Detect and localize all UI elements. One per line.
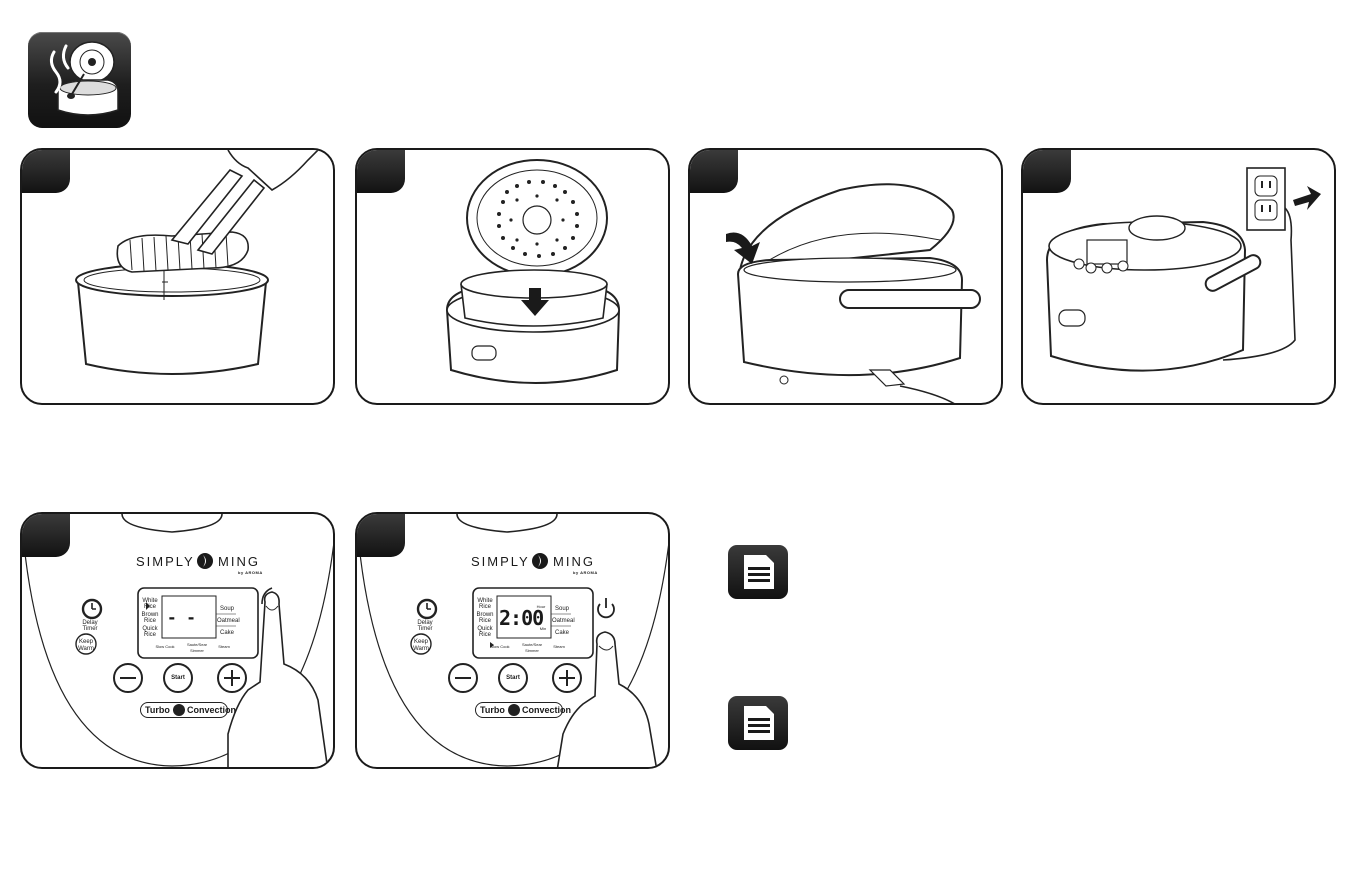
menu-brown-rice: Brown Rice bbox=[140, 612, 160, 624]
menu-white-rice: White Rice bbox=[140, 598, 160, 610]
start-label-2: Start bbox=[503, 675, 523, 681]
menu-cake: Cake bbox=[218, 630, 236, 636]
turbo-label: Turbo bbox=[145, 703, 170, 717]
brand-logo-icon bbox=[195, 551, 215, 571]
menu-slow-cook-2: Slow Cook bbox=[485, 644, 515, 650]
step-badge-2 bbox=[355, 148, 405, 193]
menu-saute-2: Saute/Sear Simmer bbox=[517, 642, 547, 654]
fan-icon bbox=[173, 704, 185, 716]
menu-quick-rice-2: Quick Rice bbox=[475, 626, 495, 638]
step-badge-1 bbox=[20, 148, 70, 193]
step-6-panel: SIMPLY MING by AROMA Delay Timer Keep Wa… bbox=[355, 512, 670, 769]
menu-soup-2: Soup bbox=[553, 606, 571, 612]
start-label: Start bbox=[168, 675, 188, 681]
menu-oatmeal: Oatmeal bbox=[217, 618, 239, 624]
header-cooker-icon bbox=[28, 32, 131, 128]
step-badge-5 bbox=[20, 512, 70, 557]
brand-sub: by AROMA bbox=[238, 570, 263, 575]
brand-logo-icon-2 bbox=[530, 551, 550, 571]
brand-sub-2: by AROMA bbox=[573, 570, 598, 575]
brand-left: SIMPLY bbox=[136, 554, 195, 569]
convection-label: Convection bbox=[187, 703, 236, 717]
brand-left-2: SIMPLY bbox=[471, 554, 530, 569]
step-5-panel: SIMPLY MING by AROMA Delay Timer Keep Wa… bbox=[20, 512, 335, 769]
step-badge-6 bbox=[355, 512, 405, 557]
turbo-label-2: Turbo bbox=[480, 703, 505, 717]
control-panel-illustration-2 bbox=[357, 514, 670, 769]
menu-brown-rice-2: Brown Rice bbox=[475, 612, 495, 624]
step-4-panel bbox=[1021, 148, 1336, 405]
keep-warm-label-2b: Warm bbox=[409, 646, 433, 652]
cooker-open-lid-illustration bbox=[357, 150, 670, 405]
inner-pot-tongs-illustration bbox=[22, 150, 335, 405]
lcd-blank: - - bbox=[167, 608, 196, 627]
lcd-min-label: Min bbox=[537, 626, 549, 632]
delay-timer-label-2: Delay Timer bbox=[411, 620, 439, 632]
menu-steam-2: Steam bbox=[549, 644, 569, 650]
menu-white-rice-2: White Rice bbox=[475, 598, 495, 610]
menu-slow-cook: Slow Cook bbox=[150, 644, 180, 650]
keep-warm-label-1b: Keep bbox=[409, 639, 433, 645]
step-1-panel bbox=[20, 148, 335, 405]
convection-label-2: Convection bbox=[522, 703, 571, 717]
step-2-panel bbox=[355, 148, 670, 405]
delay-timer-label: Delay Timer bbox=[76, 620, 104, 632]
step-badge-3 bbox=[688, 148, 738, 193]
turbo-convection-pill-2: Turbo Convection bbox=[475, 702, 563, 718]
turbo-convection-pill: Turbo Convection bbox=[140, 702, 228, 718]
cooker-plug-outlet-illustration bbox=[1023, 150, 1336, 405]
control-panel-illustration bbox=[22, 514, 335, 769]
step-3-panel bbox=[688, 148, 1003, 405]
keep-warm-label-2: Warm bbox=[74, 646, 98, 652]
step-badge-4 bbox=[1021, 148, 1071, 193]
menu-quick-rice: Quick Rice bbox=[140, 626, 160, 638]
menu-cake-2: Cake bbox=[553, 630, 571, 636]
cooker-closing-lid-illustration bbox=[690, 150, 1003, 405]
keep-warm-label-1: Keep bbox=[74, 639, 98, 645]
menu-oatmeal-2: Oatmeal bbox=[552, 618, 574, 624]
brand-right: MING bbox=[218, 554, 260, 569]
note-icon-2 bbox=[728, 696, 788, 750]
brand-right-2: MING bbox=[553, 554, 595, 569]
fan-icon-2 bbox=[508, 704, 520, 716]
menu-steam: Steam bbox=[214, 644, 234, 650]
note-icon-1 bbox=[728, 545, 788, 599]
menu-soup: Soup bbox=[218, 606, 236, 612]
menu-saute: Saute/Sear Simmer bbox=[182, 642, 212, 654]
